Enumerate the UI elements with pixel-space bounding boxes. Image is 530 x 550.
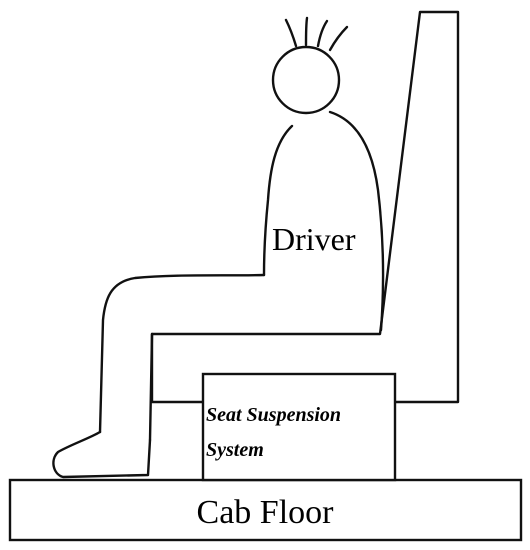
- driver-back: [328, 110, 385, 332]
- driver-hair: [284, 16, 349, 52]
- seat-outline: [150, 10, 460, 404]
- seat-suspension-box: [201, 372, 397, 482]
- hair-strand: [316, 19, 329, 48]
- suspension-label-line2: System: [206, 439, 264, 461]
- driver-foot: [52, 430, 152, 479]
- driver-leg-lower: [148, 332, 154, 442]
- driver-chest: [262, 124, 294, 277]
- cab-floor-block: [8, 478, 523, 542]
- hair-strand: [304, 16, 309, 47]
- driver-leg-upper: [98, 273, 266, 434]
- hair-strand: [284, 18, 298, 48]
- suspension-label-line1: Seat Suspension: [206, 404, 341, 426]
- driver-head: [271, 45, 341, 115]
- driver-label: Driver: [272, 221, 356, 257]
- hair-strand: [328, 25, 349, 52]
- cab-floor-label: Cab Floor: [197, 494, 335, 531]
